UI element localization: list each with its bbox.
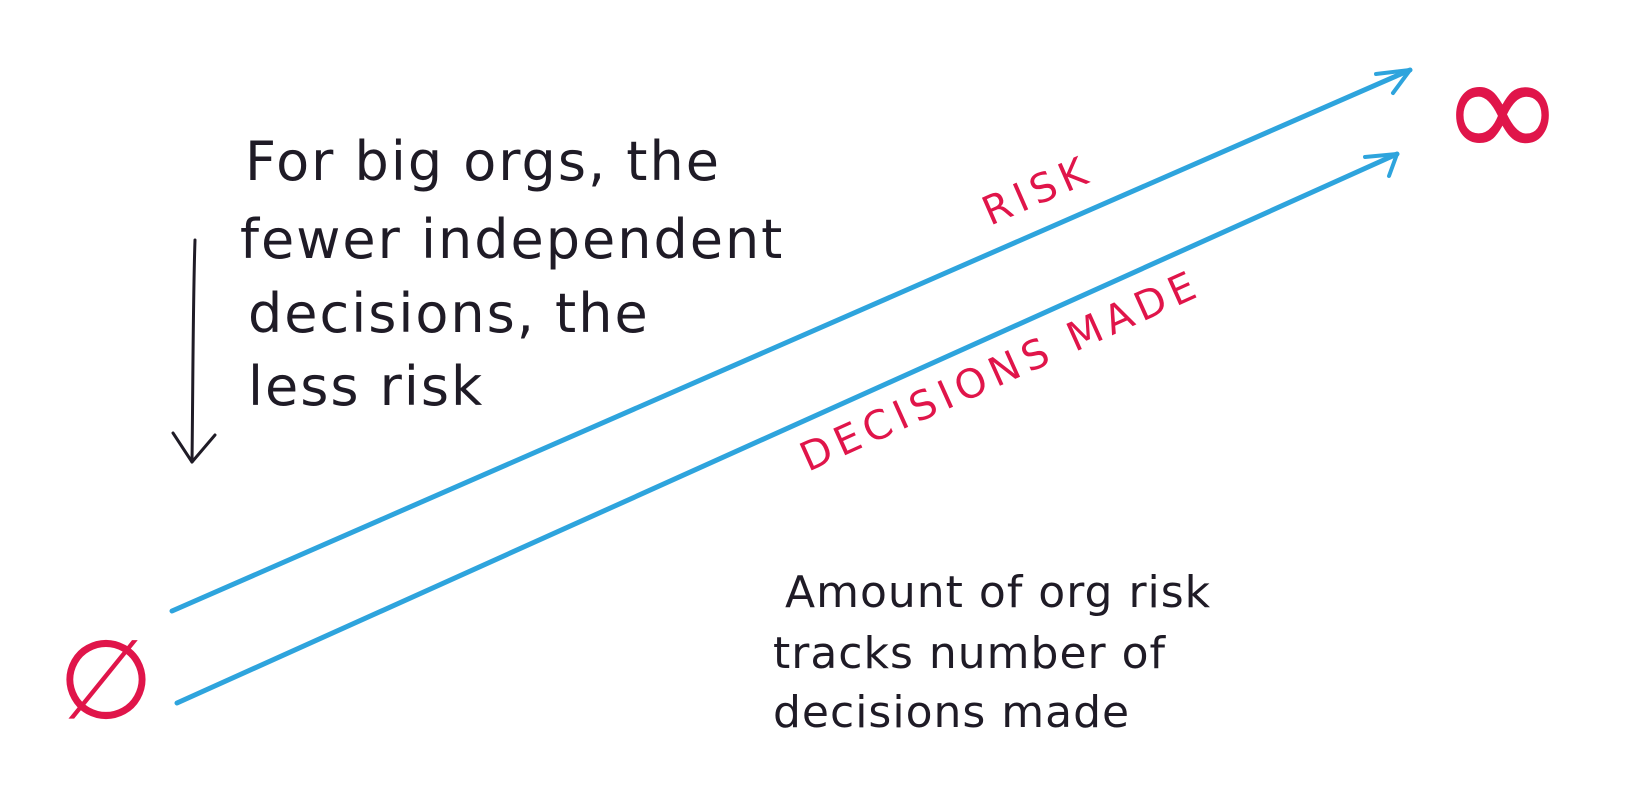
note-top-line-2: fewer independent (240, 208, 784, 271)
risk-label: RISK (976, 147, 1100, 235)
empty-set-glyph: ∅ (58, 616, 154, 744)
decisions-line (174, 151, 1400, 706)
note-top: For big orgs, the fewer independent deci… (240, 130, 784, 418)
decisions-made-label: DECISIONS MADE (793, 261, 1208, 481)
note-bottom-line-3: decisions made (773, 687, 1130, 738)
note-bottom-line-2: tracks number of (773, 628, 1167, 679)
down-arrow (171, 238, 217, 464)
note-top-line-4: less risk (248, 355, 484, 418)
note-bottom-line-1: Amount of org risk (785, 567, 1211, 618)
note-top-line-1: For big orgs, the (245, 130, 721, 193)
infinity-symbol: ∞ (1440, 22, 1565, 196)
infinity-glyph: ∞ (1440, 22, 1565, 196)
risk-line (169, 67, 1413, 614)
empty-set-symbol: ∅ (58, 616, 154, 744)
note-top-line-3: decisions, the (248, 282, 650, 345)
note-bottom: Amount of org risk tracks number of deci… (773, 567, 1211, 738)
